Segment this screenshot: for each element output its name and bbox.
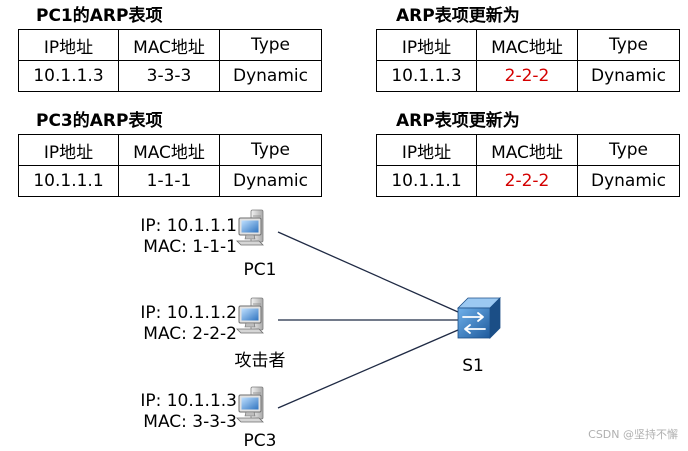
mac-label: MAC: 3-3-3 [143,412,237,432]
pc-icon [236,297,264,334]
link-pc1-s1 [277,231,459,313]
table-title-pc3: PC3的ARP表项 [36,111,163,131]
cell-mac: 3-3-3 [118,60,220,92]
table-title-pc3-updated: ARP表项更新为 [396,111,520,131]
cell-ip: 10.1.1.1 [376,165,477,197]
switch-name: S1 [462,356,484,376]
host-name-pc1: PC1 [243,260,277,280]
cell-mac-updated: 2-2-2 [476,165,578,197]
cell-ip: 10.1.1.3 [18,60,119,92]
ip-label: IP: 10.1.1.1 [140,216,237,236]
header-ip: IP地址 [376,29,477,61]
cell-mac: 1-1-1 [118,165,220,197]
table-title-pc1-updated: ARP表项更新为 [396,6,520,26]
arp-table-pc3-updated: IP地址 MAC地址 Type 10.1.1.1 2-2-2 Dynamic [376,134,680,197]
host-label-attacker: IP: 10.1.1.2 MAC: 2-2-2 [140,303,237,345]
cell-ip: 10.1.1.3 [376,60,477,92]
ip-label: IP: 10.1.1.3 [140,391,237,411]
arp-table-pc1: IP地址 MAC地址 Type 10.1.1.3 3-3-3 Dynamic [18,29,322,92]
mac-label: MAC: 1-1-1 [143,237,237,257]
host-name-pc3: PC3 [243,431,277,451]
pc-icon [236,209,264,246]
cell-ip: 10.1.1.1 [18,165,119,197]
host-label-pc1: IP: 10.1.1.1 MAC: 1-1-1 [140,216,237,258]
host-label-pc3: IP: 10.1.1.3 MAC: 3-3-3 [140,391,237,433]
cell-mac-updated: 2-2-2 [476,60,578,92]
header-mac: MAC地址 [118,29,220,61]
cell-type: Dynamic [577,60,680,92]
pc-icon [236,386,264,423]
arp-table-pc1-updated: IP地址 MAC地址 Type 10.1.1.3 2-2-2 Dynamic [376,29,680,92]
header-type: Type [577,134,680,166]
cell-type: Dynamic [577,165,680,197]
header-ip: IP地址 [18,29,119,61]
arp-table-pc3: IP地址 MAC地址 Type 10.1.1.1 1-1-1 Dynamic [18,134,322,197]
header-ip: IP地址 [18,134,119,166]
link-pc3-s1 [277,329,459,409]
ip-label: IP: 10.1.1.2 [140,303,237,323]
header-type: Type [219,134,322,166]
table-title-pc1: PC1的ARP表项 [36,6,163,26]
header-type: Type [219,29,322,61]
cell-type: Dynamic [219,60,322,92]
host-name-attacker: 攻击者 [234,351,286,371]
header-ip: IP地址 [376,134,477,166]
switch-icon [457,297,501,339]
watermark: CSDN @坚持不懈 [588,428,678,441]
header-mac: MAC地址 [476,134,578,166]
cell-type: Dynamic [219,165,322,197]
mac-label: MAC: 2-2-2 [143,324,237,344]
header-mac: MAC地址 [476,29,578,61]
